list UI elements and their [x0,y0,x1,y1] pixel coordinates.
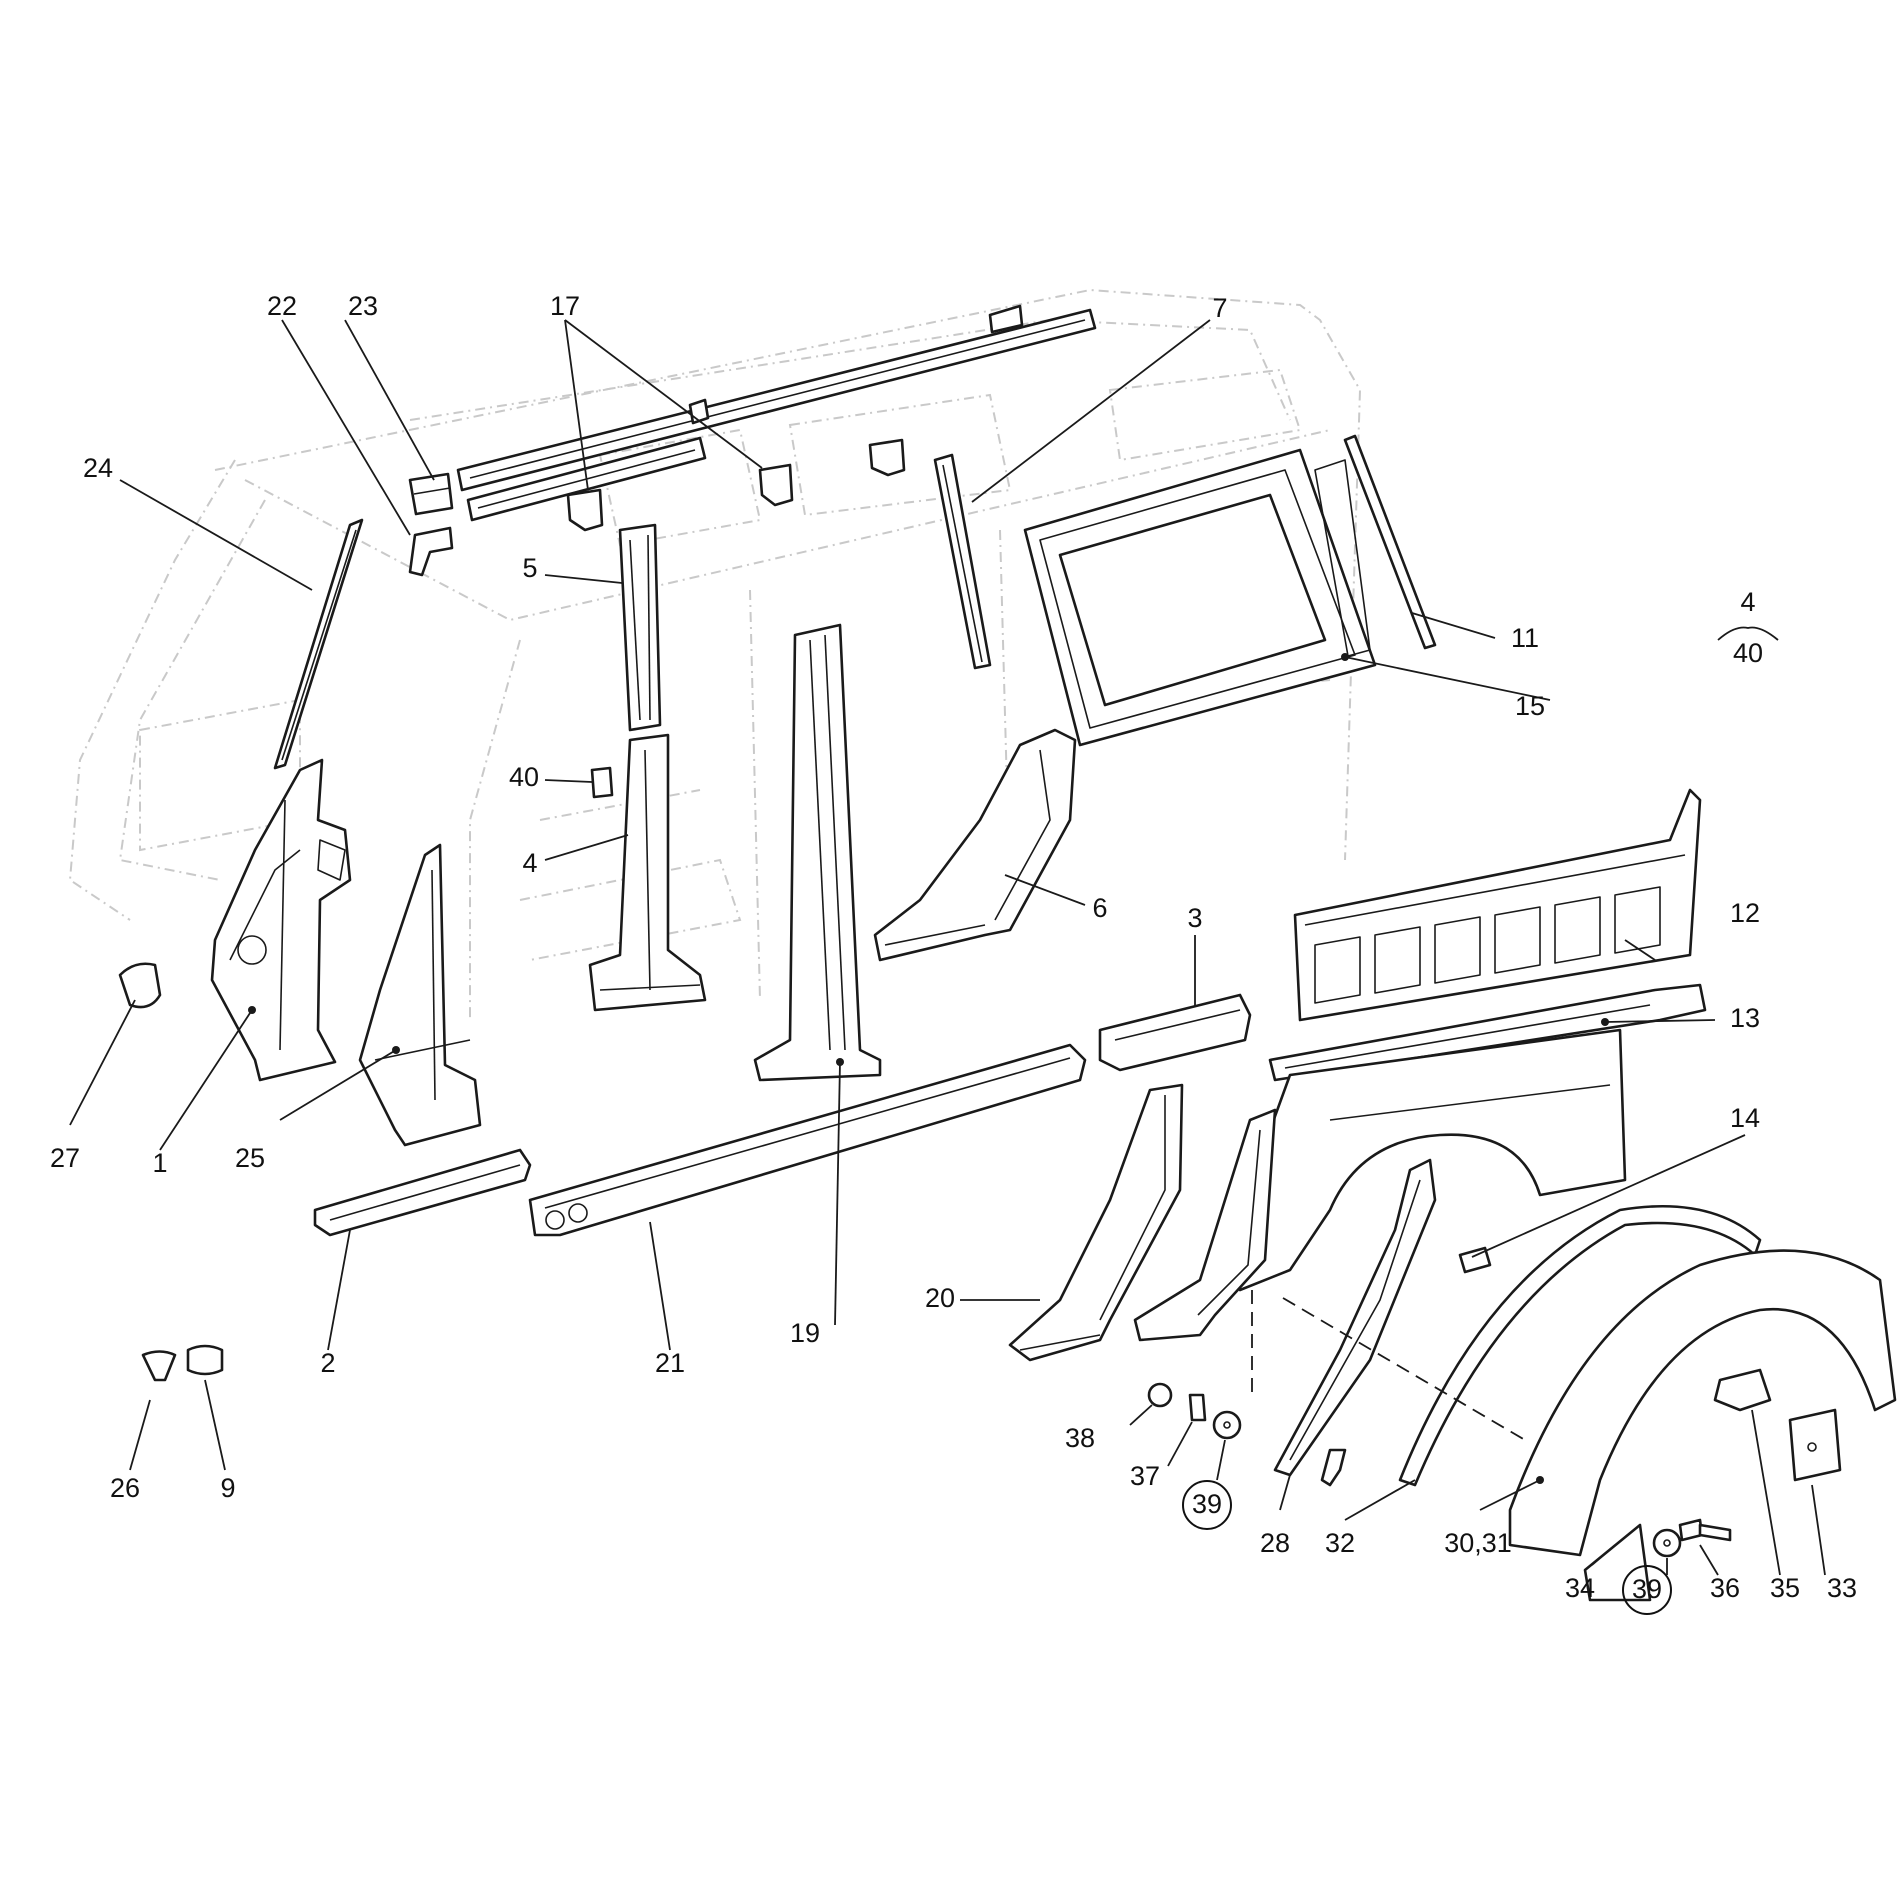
small-plate-14 [1458,1246,1492,1274]
callout-25: 25 [235,1143,265,1173]
callout-2: 2 [320,1348,335,1378]
clip-32-fastener [1320,1448,1347,1487]
callout-36: 36 [1710,1573,1740,1603]
leader-dots [248,653,1609,1484]
rear-quarter-window-panel [1023,448,1377,747]
callout-37: 37 [1130,1461,1160,1491]
callout-4: 4 [522,848,537,878]
grommet-26 [141,1350,177,1382]
a-pillar [210,758,352,1082]
nut-38 [1147,1382,1173,1408]
assembly-note-bottom: 40 [1733,638,1763,668]
callout-30-31: 30,31 [1444,1528,1512,1558]
bracket-35 [1713,1368,1772,1412]
gusset-2 [758,463,794,507]
callout-23: 23 [348,291,378,321]
plug-9 [186,1344,224,1376]
assembly-note-top: 4 [1740,587,1755,617]
callout-21: 21 [655,1348,685,1378]
wheel-arch-inner-panel [1133,1108,1277,1342]
trim-strip-7 [933,453,992,670]
callout-11: 11 [1511,623,1539,653]
callout-26: 26 [110,1473,140,1503]
assembly-note: 4 40 [1717,587,1779,668]
roof-rail-upper [456,304,1097,492]
callout-40: 40 [509,762,539,792]
wheel-arch-flare [1508,1249,1897,1557]
inner-pillar-20 [1008,1083,1184,1362]
callout-27: 27 [50,1143,80,1173]
callout-39a-ring [1182,1480,1232,1530]
callout-24: 24 [83,453,113,483]
callout-39b: 39 [1632,1574,1662,1604]
clip-37 [1188,1393,1207,1422]
gusset-3 [868,438,906,477]
callout-38: 38 [1065,1423,1095,1453]
callout-17: 17 [550,291,580,321]
callout-7: 7 [1212,293,1227,323]
washer-39 [1212,1410,1242,1440]
cap-27 [118,962,162,1009]
callout-28: 28 [1260,1528,1290,1558]
callout-15: 15 [1515,691,1545,721]
c-pillar [753,623,882,1082]
rear-quarter-panel [1268,983,1707,1082]
bracket-34 [1583,1523,1652,1602]
rear-panel [1293,788,1702,1022]
bracket-22 [408,526,454,577]
washer-39b [1652,1528,1682,1558]
callout-3: 3 [1187,903,1202,933]
callout-35: 35 [1770,1573,1800,1603]
trim-strip-11 [1343,434,1437,650]
callout-labels: 1 2 3 4 5 6 7 9 11 12 13 14 15 17 19 20 … [50,291,1857,1615]
callout-1: 1 [152,1148,167,1178]
callout-33: 33 [1827,1573,1857,1603]
windscreen-pillar-trim [273,518,364,770]
main-sill [528,1043,1087,1237]
callout-22: 22 [267,291,297,321]
callout-9: 9 [220,1473,235,1503]
b-pillar-upper [618,523,662,732]
bracket-23 [408,472,454,516]
callout-39a: 39 [1192,1489,1222,1519]
d-pillar [873,728,1077,962]
bolt-36 [1678,1518,1732,1542]
callout-5: 5 [522,553,537,583]
callout-13: 13 [1730,1003,1760,1033]
callout-20: 20 [925,1283,955,1313]
callout-14: 14 [1730,1103,1760,1133]
callout-39b-ring [1622,1565,1672,1615]
gusset-1 [566,488,604,532]
arch-trim-32 [1398,1204,1762,1487]
callout-12: 12 [1730,898,1760,928]
front-sill-section [313,1148,532,1237]
callout-19: 19 [790,1318,820,1348]
callout-6: 6 [1092,893,1107,923]
b-pillar-lower [588,733,707,1012]
pillar-inner [358,843,482,1147]
plate-33 [1788,1408,1842,1482]
callout-34: 34 [1565,1573,1595,1603]
leader-lines [69,319,1826,1576]
callout-32: 32 [1325,1528,1355,1558]
bracket-40 [590,766,614,799]
vehicle-ghost-outline [68,288,1362,1020]
rear-sill-section [1098,993,1252,1072]
